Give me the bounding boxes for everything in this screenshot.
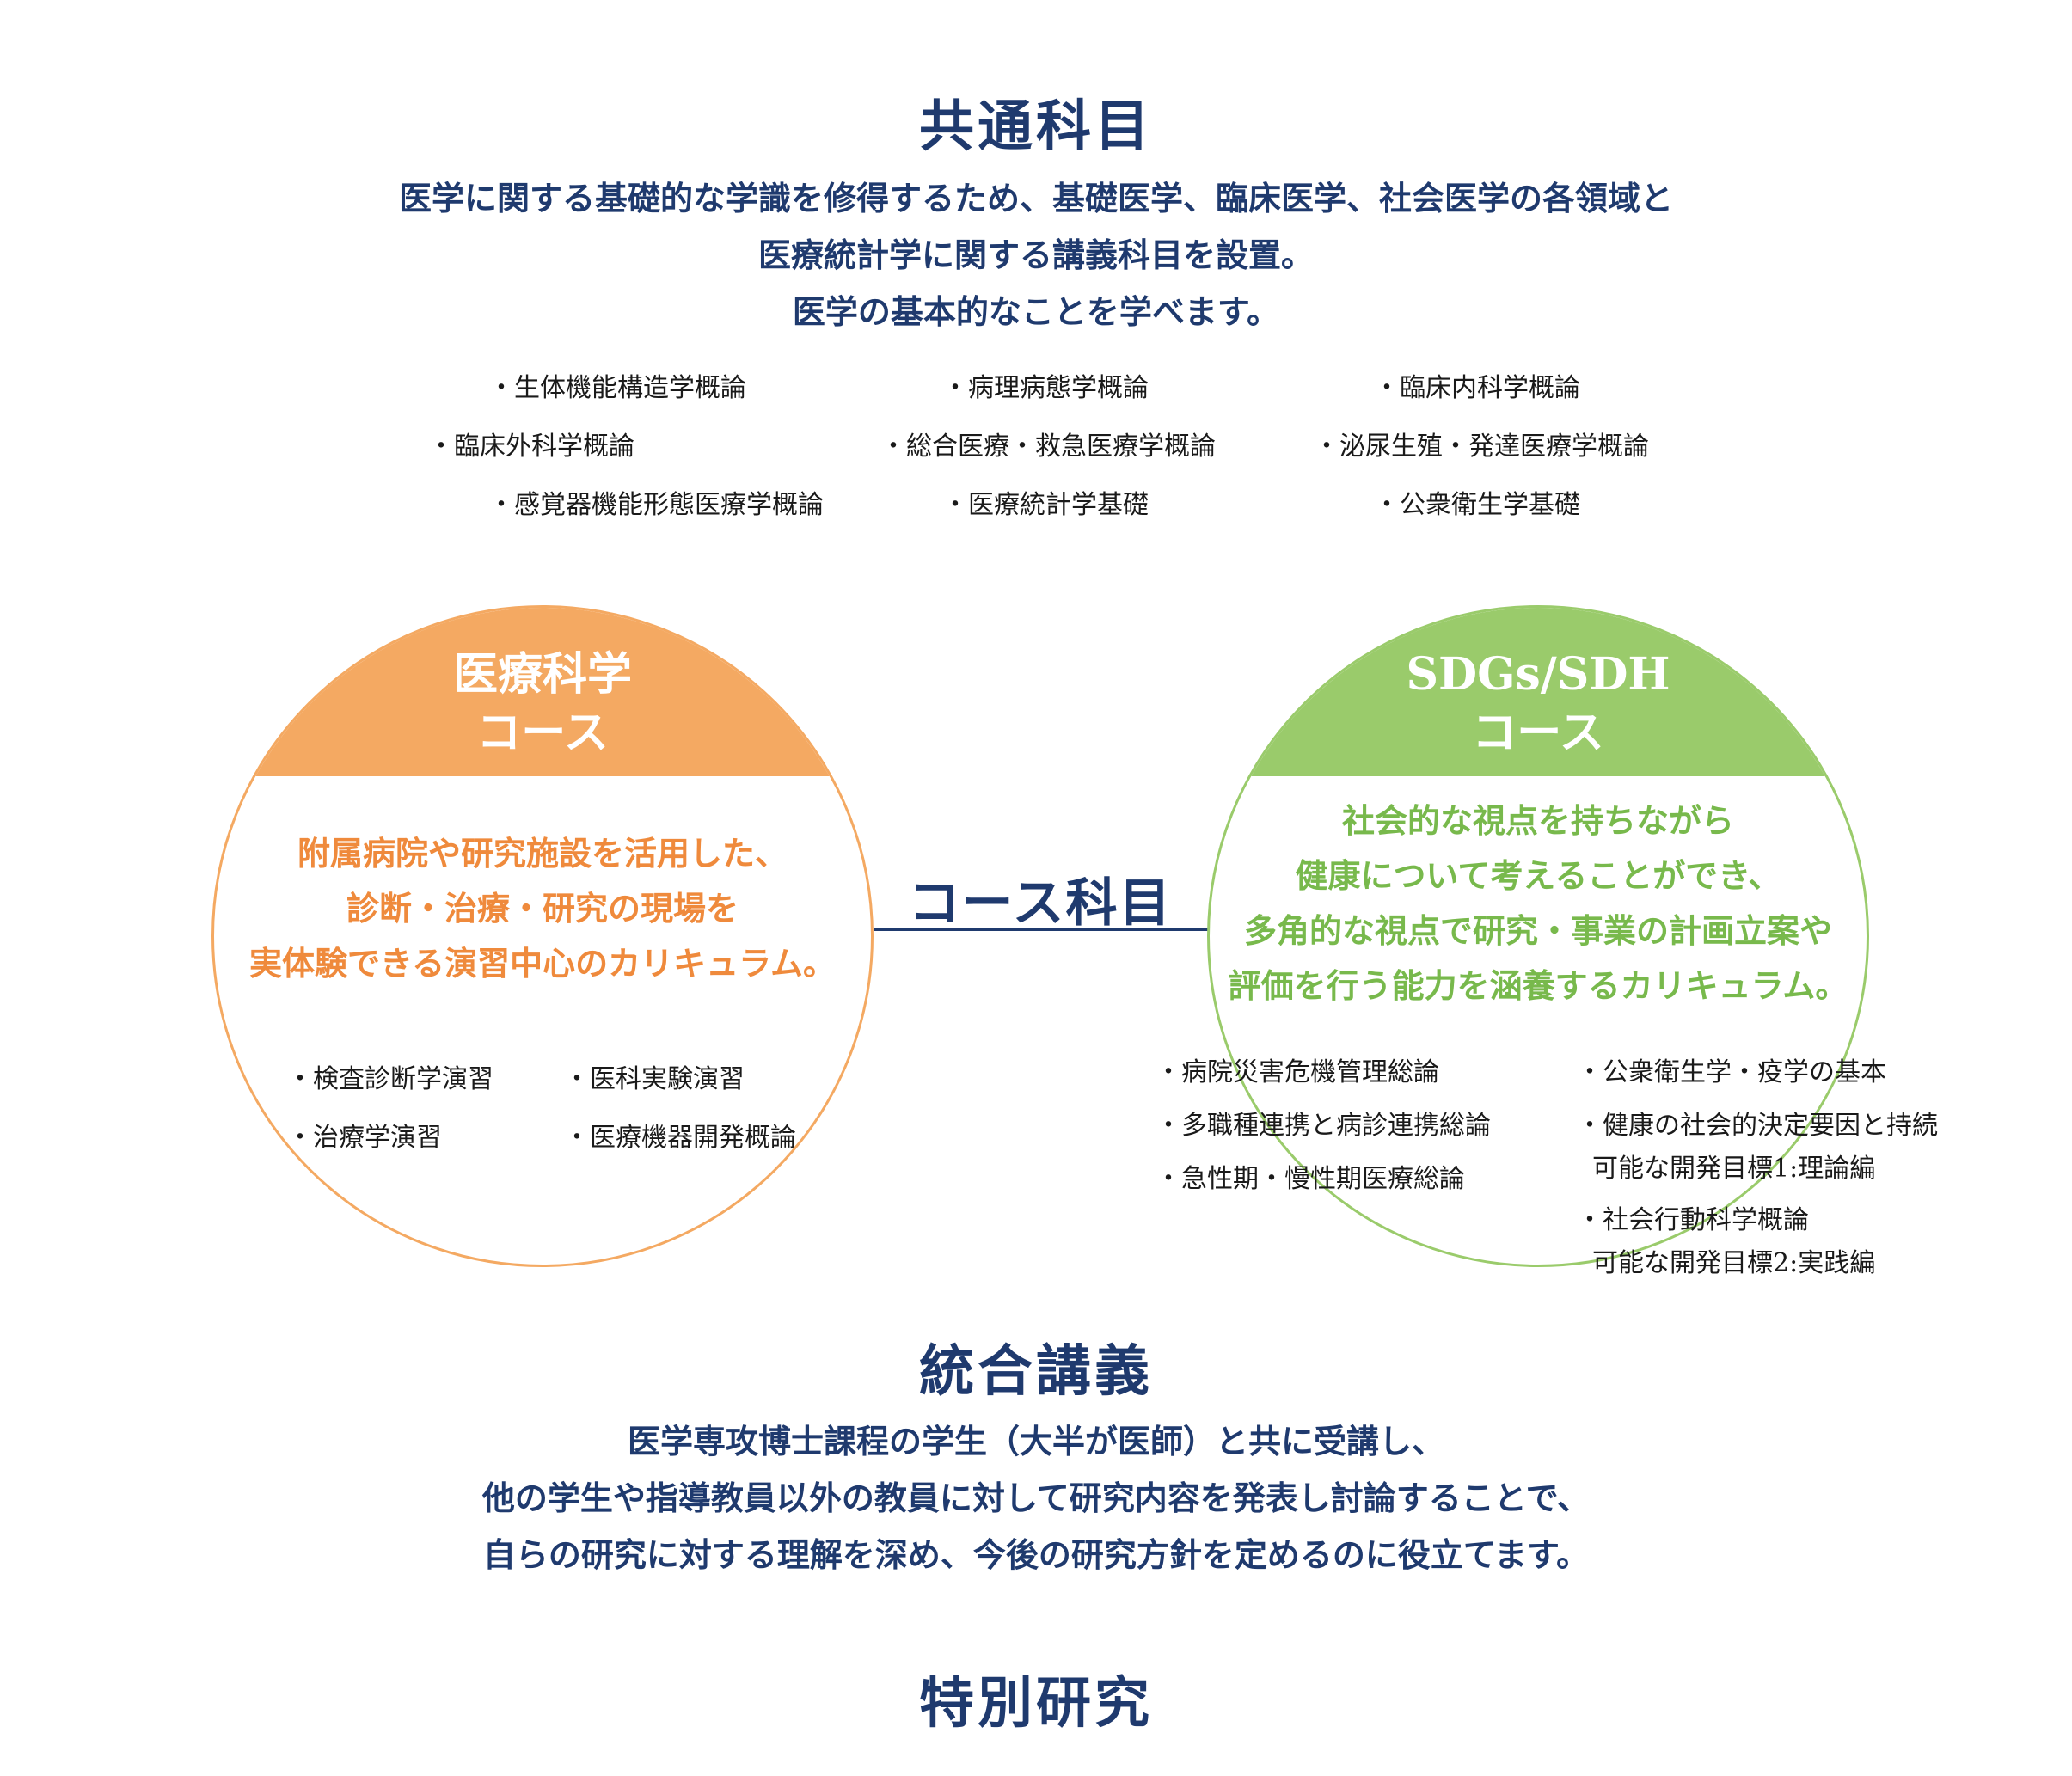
integrated-desc-line: 医学専攻博士課程の学生（大半が医師）と共に受講し、 [627, 1422, 1444, 1461]
integrated-lecture-title: 統合講義 [919, 1339, 1153, 1404]
course-subjects-label: コース科目 [908, 873, 1173, 934]
medical-desc-line: 実体験できる演習中心のカリキュラム。 [248, 944, 837, 983]
medical-desc-line: 診断・治療・研究の現場を [346, 889, 739, 928]
subject-item: ・臨床内科学概論 [1374, 373, 1580, 403]
subject-item: ・多職種連携と病診連携総論 [1156, 1111, 1491, 1141]
subject-item: ・治療学演習 [287, 1123, 442, 1153]
common-desc-line: 医療統計学に関する講義科目を設置。 [757, 236, 1314, 274]
subject-item: ・病院災害危機管理総論 [1156, 1057, 1439, 1087]
medical-course-title-line: 医療科学 [452, 648, 632, 701]
integrated-desc-line: 他の学生や指導教員以外の教員に対して研究内容を発表し討論することで、 [481, 1479, 1591, 1517]
medical-desc-line: 附属病院や研究施設を活用した、 [297, 834, 788, 873]
medical-course-description: 附属病院や研究施設を活用した、 診断・治療・研究の現場を 実体験できる演習中心の… [214, 826, 871, 991]
common-subjects-title: 共通科目 [919, 95, 1153, 159]
subject-item: ・感覚器機能形態医療学概論 [488, 490, 824, 520]
subject-item: ・公衆衛生学・疫学の基本 [1577, 1057, 1886, 1087]
subject-item: ・医科実験演習 [564, 1064, 745, 1094]
common-desc-line: 医学の基本的なことを学べます。 [792, 292, 1280, 331]
subject-item: ・医療統計学基礎 [942, 490, 1149, 520]
sdgs-sdh-course-circle: SDGs/SDH コース 社会的な視点を持ちながら 健康について考えることができ… [1207, 605, 1869, 1267]
subject-item: ・健康の社会的決定要因と持続 [1577, 1111, 1938, 1141]
course-connector-line [874, 928, 1209, 931]
subject-item: ・検査診断学演習 [287, 1064, 493, 1094]
subject-item-continued: 可能な開発目標1:理論編 [1592, 1154, 1876, 1184]
subject-item: ・生体機能構造学概論 [488, 373, 746, 403]
medical-course-header [214, 608, 871, 776]
medical-science-course-circle: 医療科学 コース 附属病院や研究施設を活用した、 診断・治療・研究の現場を 実体… [211, 605, 874, 1267]
subject-item: ・泌尿生殖・発達医療学概論 [1314, 432, 1649, 462]
sdgs-desc-line: 健康について考えることができ、 [1295, 856, 1781, 895]
common-description: 医学に関する基礎的な学識を修得するため、基礎医学、臨床医学、社会医学の各領域と … [0, 170, 2072, 340]
sdgs-course-header [1210, 608, 1867, 776]
subject-item: ・医療機器開発概論 [564, 1123, 796, 1153]
subject-item: ・社会行動科学概論 [1577, 1205, 1809, 1235]
integrated-description: 医学専攻博士課程の学生（大半が医師）と共に受講し、 他の学生や指導教員以外の教員… [0, 1413, 2072, 1583]
sdgs-desc-line: 多角的な視点で研究・事業の計画立案や [1243, 911, 1832, 950]
sdgs-course-description: 社会的な視点を持ちながら 健康について考えることができ、 多角的な視点で研究・事… [1210, 793, 1867, 1014]
common-desc-line: 医学に関する基礎的な学識を修得するため、基礎医学、臨床医学、社会医学の各領域と [398, 179, 1673, 217]
medical-course-title-line: コース [476, 707, 609, 759]
sdgs-course-title: SDGs/SDH コース [1210, 646, 1867, 762]
subject-item: ・急性期・慢性期医療総論 [1156, 1164, 1465, 1194]
sdgs-course-title-line: コース [1472, 707, 1604, 759]
integrated-desc-line: 自らの研究に対する理解を深め、今後の研究方針を定めるのに役立てます。 [482, 1535, 1590, 1574]
subject-item-continued: 可能な開発目標2:実践編 [1592, 1248, 1876, 1278]
sdgs-desc-line: 社会的な視点を持ちながら [1341, 801, 1734, 840]
special-research-title: 特別研究 [919, 1671, 1153, 1736]
medical-course-title: 医療科学 コース [214, 646, 871, 762]
subject-item: ・公衆衛生学基礎 [1374, 490, 1580, 520]
sdgs-course-title-line: SDGs/SDH [1406, 648, 1670, 701]
sdgs-desc-line: 評価を行う能力を涵養するカリキュラム。 [1228, 966, 1848, 1005]
subject-item: ・病理病態学概論 [942, 373, 1149, 403]
subject-item: ・総合医療・救急医療学概論 [880, 432, 1216, 462]
subject-item: ・臨床外科学概論 [428, 432, 634, 462]
